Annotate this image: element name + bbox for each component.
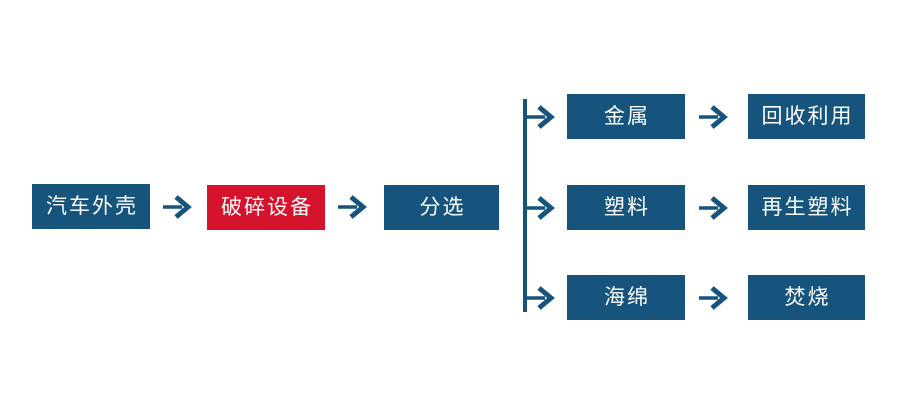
- node-metal: 金属: [567, 94, 685, 139]
- node-recycling: 回收利用: [748, 94, 865, 139]
- branch-arrow-icon: [526, 105, 555, 129]
- branch-connector-line: [523, 99, 527, 312]
- branch-arrow-icon: [526, 286, 555, 310]
- flow-arrow-icon: [338, 195, 367, 219]
- flow-arrow-icon: [699, 105, 728, 129]
- node-crusher: 破碎设备: [207, 185, 325, 230]
- node-plastic: 塑料: [567, 185, 685, 230]
- node-recycled-plastic: 再生塑料: [748, 185, 865, 230]
- node-sponge: 海绵: [567, 275, 685, 320]
- branch-arrow-icon: [526, 196, 555, 220]
- flow-arrow-icon: [163, 195, 192, 219]
- node-incineration: 焚烧: [748, 275, 865, 320]
- node-car-shell: 汽车外壳: [32, 184, 150, 229]
- flow-arrow-icon: [699, 286, 728, 310]
- flow-arrow-icon: [699, 196, 728, 220]
- node-sorting: 分选: [384, 185, 499, 230]
